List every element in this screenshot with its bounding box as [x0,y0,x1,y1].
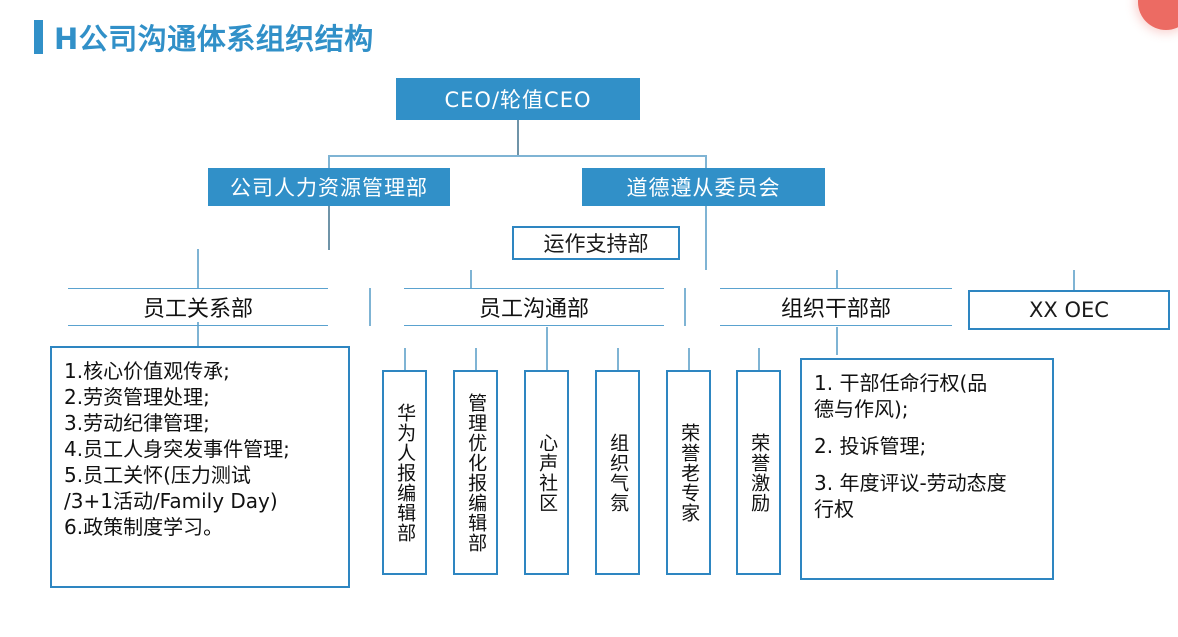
connector-unit-5-drop [688,348,690,370]
node-ceo[interactable]: CEO/轮值CEO [396,78,640,120]
node-ethics-committee[interactable]: 道德遵从委员会 [582,168,825,206]
panel-line: 5.员工关怀(压力测试 [64,463,251,487]
connector-ceo-bus [328,155,706,157]
node-unit-honorary-senior-expert[interactable]: 荣誉老专家 [666,370,711,575]
panel-line: 1.核心价值观传承; [64,359,230,383]
divider-left [369,288,371,326]
connector-cadre-panel-stem [836,327,838,355]
connector-employee-relations-drop [197,249,199,288]
connector-unit-6-drop [758,348,760,370]
connector-unit-3-drop [546,348,548,370]
connector-ethics-trunk [705,205,707,270]
connector-hr-drop [328,155,330,169]
node-operation-support[interactable]: 运作支持部 [512,226,680,260]
node-employee-communication[interactable]: 员工沟通部 [404,288,664,326]
connector-employee-comm-drop [470,270,472,288]
page-title: H公司沟通体系组织结构 [54,22,374,56]
node-employee-communication-label: 员工沟通部 [478,297,589,322]
node-unit-4-label: 组织气氛 [607,432,630,513]
node-organization-cadre[interactable]: 组织干部部 [720,288,952,326]
panel-line: 4.员工人身突发事件管理; [64,437,290,461]
slide-title: H公司沟通体系组织结构 [34,16,374,58]
node-unit-6-label: 荣誉激励 [748,432,771,513]
title-accent-bar [34,20,43,54]
panel-employee-relations-duties: 1.核心价值观传承; 2.劳资管理处理; 3.劳动纪律管理; 4.员工人身突发事… [50,346,350,588]
panel-line: 3. 年度评议-劳动态度 行权 [814,471,1007,521]
connector-unit-2-drop [475,348,477,370]
node-unit-5-label: 荣誉老专家 [678,422,701,523]
node-unit-honor-incentive[interactable]: 荣誉激励 [736,370,781,575]
connector-ethics-drop [705,155,707,169]
node-ceo-label: CEO/轮值CEO [444,88,592,112]
node-unit-management-optimization-editorial[interactable]: 管理优化报编辑部 [453,370,498,575]
node-xx-oec[interactable]: XX OEC [968,290,1170,330]
node-unit-1-label: 华为人报编辑部 [394,402,417,543]
node-employee-relations-label: 员工关系部 [142,297,253,322]
connector-unit-4-drop [617,348,619,370]
connector-hr-stem [328,205,330,250]
node-employee-relations[interactable]: 员工关系部 [68,288,328,326]
divider-right [684,288,686,326]
node-operation-support-label: 运作支持部 [543,232,649,256]
connector-relations-panel-stem [197,322,199,346]
panel-cadre-duties: 1. 干部任命行权(品 德与作风); 2. 投诉管理; 3. 年度评议-劳动态度… [800,358,1054,580]
decorative-circle [1138,0,1178,30]
panel-line: 1. 干部任命行权(品 德与作风); [814,371,988,421]
connector-unit-1-drop [404,348,406,370]
panel-line: 3.劳动纪律管理; [64,411,210,435]
node-hr-department[interactable]: 公司人力资源管理部 [208,168,450,206]
node-xx-oec-label: XX OEC [1029,298,1109,322]
node-organization-cadre-label: 组织干部部 [780,297,891,322]
node-unit-2-label: 管理优化报编辑部 [465,392,488,553]
panel-line: 2. 投诉管理; [814,434,927,458]
connector-oec-drop [1073,270,1075,290]
panel-line: 2.劳资管理处理; [64,385,210,409]
panel-line: /3+1活动/Family Day) [64,489,278,513]
node-hr-department-label: 公司人力资源管理部 [230,176,428,200]
panel-line: 6.政策制度学习。 [64,515,224,539]
connector-cadre-drop [836,270,838,288]
node-unit-3-label: 心声社区 [536,432,559,513]
node-unit-xinsheng-community[interactable]: 心声社区 [524,370,569,575]
connector-comm-stem [546,327,548,348]
node-ethics-committee-label: 道德遵从委员会 [626,176,781,200]
node-unit-huawei-people-editorial[interactable]: 华为人报编辑部 [382,370,427,575]
node-unit-organization-atmosphere[interactable]: 组织气氛 [595,370,640,575]
connector-ceo-stem [517,120,519,156]
